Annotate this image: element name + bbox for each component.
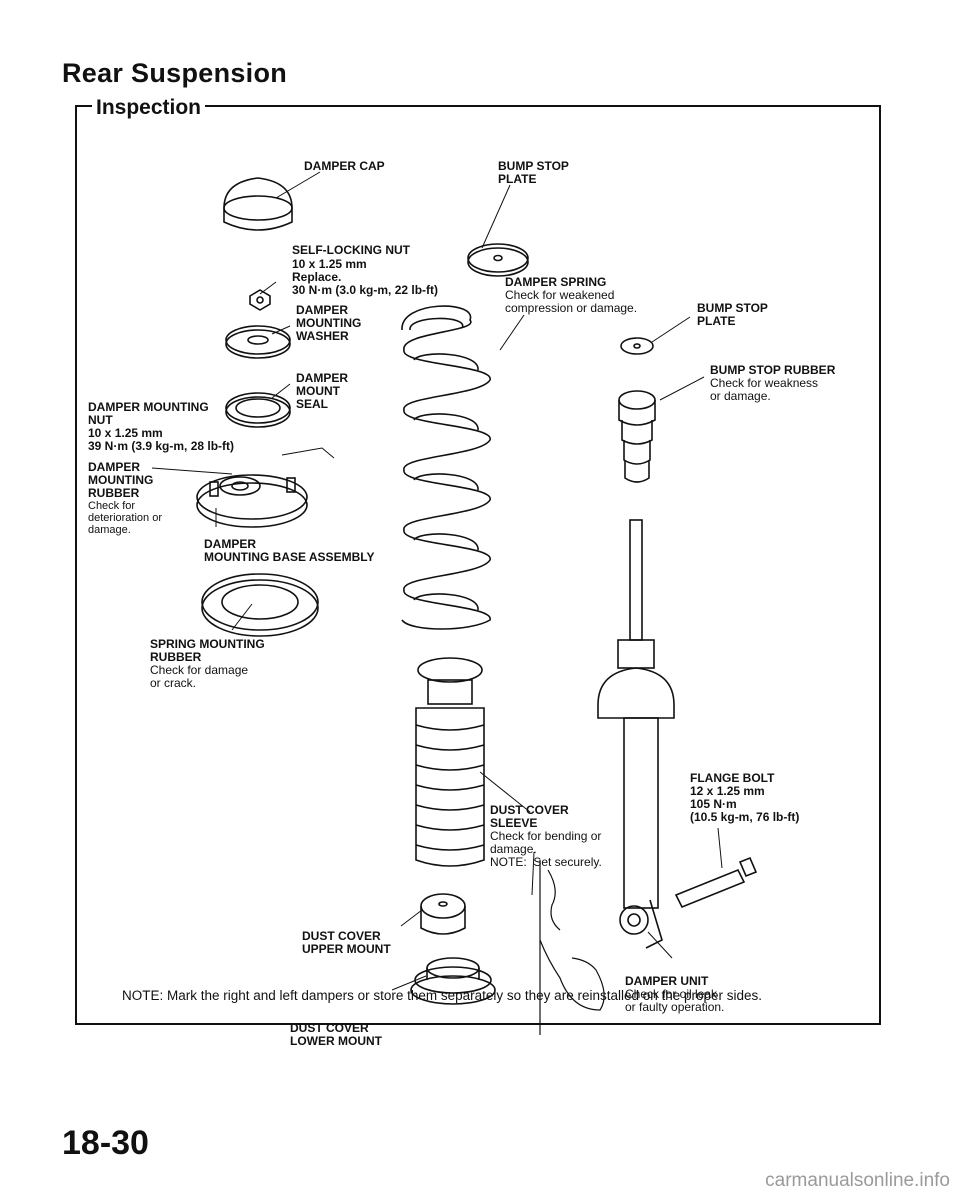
leader-lines	[151, 171, 723, 991]
damper-mounting-base-illustration	[196, 474, 308, 528]
label-self-locking-nut: SELF-LOCKING NUT	[292, 243, 410, 257]
label-self-locking-nut-detail: 10 x 1.25 mm Replace. 30 N·m (3.0 kg-m, …	[292, 257, 439, 297]
page-number: 18-30	[62, 1124, 149, 1162]
label-damper-mounting-nut: DAMPER MOUNTING NUT 10 x 1.25 mm 39 N·m …	[88, 400, 235, 453]
damper-spring-illustration	[401, 305, 491, 630]
bump-stop-plate-top-illustration	[467, 243, 529, 277]
label-damper-unit: DAMPER UNIT	[625, 974, 709, 988]
damper-mounting-washer-illustration	[225, 325, 291, 359]
damper-unit-illustration	[597, 519, 675, 949]
label-damper-mounting-base: DAMPER MOUNTING BASE ASSEMBLY	[204, 537, 375, 564]
label-damper-spring: DAMPER SPRING	[505, 275, 607, 289]
label-bump-stop-rubber-detail: Check for weakness or damage.	[710, 376, 819, 403]
label-flange-bolt: FLANGE BOLT 12 x 1.25 mm 105 N·m (10.5 k…	[690, 771, 800, 824]
label-dust-cover-sleeve-detail: Check for bending or damage. NOTE: Set s…	[490, 829, 602, 869]
label-damper-spring-detail: Check for weakened compression or damage…	[505, 288, 638, 315]
label-damper-unit-detail: Check for oil leak or faulty operation.	[625, 987, 725, 1014]
label-damper-mounting-rubber-detail: Check for deterioration or damage.	[88, 500, 162, 536]
inspection-note: NOTE: Mark the right and left dampers or…	[122, 988, 763, 1003]
label-dust-cover-lower-mount: DUST COVER LOWER MOUNT	[290, 1021, 382, 1048]
page-title: Rear Suspension	[62, 58, 288, 88]
label-spring-mounting-rubber: SPRING MOUNTING RUBBER	[150, 637, 265, 664]
dust-cover-sleeve-illustration	[415, 657, 485, 867]
label-spring-mounting-rubber-detail: Check for damage or crack.	[150, 663, 249, 690]
spring-mounting-rubber-illustration	[201, 573, 319, 637]
section-heading: Inspection	[92, 96, 206, 120]
label-damper-mount-seal: DAMPER MOUNT SEAL	[296, 371, 349, 411]
inspection-frame	[75, 105, 881, 1025]
bump-stop-rubber-illustration	[618, 390, 656, 483]
flange-bolt-illustration	[674, 856, 758, 909]
damper-cap-illustration	[223, 177, 293, 231]
watermark: carmanualsonline.info	[765, 1170, 950, 1191]
knuckle-outline	[539, 860, 605, 1035]
label-damper-cap: DAMPER CAP	[304, 159, 385, 173]
label-damper-mounting-rubber: DAMPER MOUNTING RUBBER	[88, 460, 154, 500]
label-damper-mounting-washer: DAMPER MOUNTING WASHER	[296, 303, 362, 343]
label-bump-stop-plate-top: BUMP STOP PLATE	[498, 159, 569, 186]
self-locking-nut-illustration	[249, 289, 271, 311]
dust-cover-upper-mount-illustration	[420, 893, 466, 935]
label-bump-stop-rubber: BUMP STOP RUBBER	[710, 363, 836, 377]
label-dust-cover-upper-mount: DUST COVER UPPER MOUNT	[302, 929, 391, 956]
damper-mount-seal-illustration	[225, 392, 291, 428]
bump-stop-plate-right-illustration	[620, 337, 654, 355]
label-bump-stop-plate-right: BUMP STOP PLATE	[697, 301, 768, 328]
label-dust-cover-sleeve: DUST COVER SLEEVE	[490, 803, 569, 830]
